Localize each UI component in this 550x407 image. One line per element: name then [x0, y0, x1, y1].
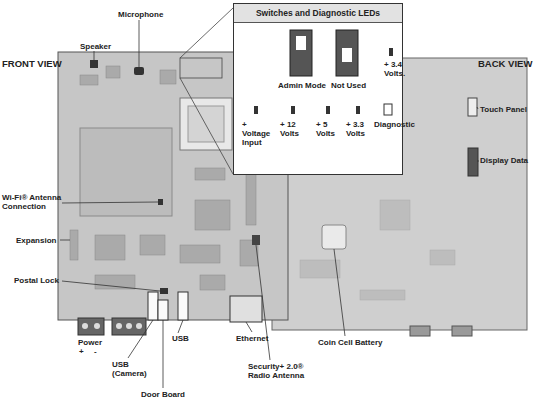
- wifi-antenna-connector: [158, 199, 163, 205]
- connector: [410, 326, 430, 336]
- part-label: Power: [78, 338, 108, 347]
- part-label: Postal Lock: [14, 276, 64, 285]
- part-label: Ethernet: [236, 334, 276, 343]
- part-label: Security+ 2.0® Radio Antenna: [248, 362, 318, 380]
- inset-heading: Switches and Diagnostic LEDs: [234, 4, 402, 23]
- led-label: + 12 Volts: [280, 120, 306, 138]
- usb-port: [178, 292, 188, 320]
- inset-background: [233, 3, 403, 175]
- ethernet-jack: [230, 296, 262, 322]
- part-label: Touch Panel: [480, 105, 540, 114]
- led-label: + Voltage Input: [242, 120, 276, 147]
- coin-cell-battery: [322, 225, 346, 249]
- display-data-connector: [468, 148, 478, 176]
- power-terminal: [78, 318, 104, 335]
- part-label: Speaker: [80, 42, 120, 51]
- radio-antenna-connector: [252, 235, 260, 245]
- connector: [452, 326, 472, 336]
- part-label: Display Data: [480, 156, 540, 165]
- part-label: Microphone: [118, 10, 168, 19]
- touch-panel-connector: [468, 98, 477, 116]
- microphone: [134, 67, 144, 75]
- slide-switch: [290, 30, 312, 76]
- led-label: + 3.4 Volts.: [384, 60, 404, 78]
- door-board-port: [158, 300, 168, 320]
- slide-switch: [336, 30, 358, 76]
- led: [326, 106, 330, 114]
- part-label: Wi-Fi® Antenna Connection: [2, 193, 72, 211]
- led: [291, 106, 295, 114]
- part-label: Expansion: [16, 236, 66, 245]
- switch-label: Not Used: [331, 81, 371, 90]
- part-label: Door Board: [141, 390, 201, 399]
- part-label: Coin Cell Battery: [318, 338, 398, 347]
- speaker-connector: [90, 60, 98, 68]
- led-label: + 3.3 Volts: [346, 120, 372, 138]
- led: [356, 106, 360, 114]
- view-title: FRONT VIEW: [2, 58, 62, 69]
- view-title: BACK VIEW: [478, 58, 548, 69]
- part-label: USB: [172, 334, 202, 343]
- led: [384, 104, 392, 115]
- led-label: Diagnostic: [374, 120, 404, 129]
- usb-port: [148, 292, 158, 320]
- terminal: [112, 318, 146, 335]
- wifi-module: [180, 98, 232, 150]
- part-label: USB (Camera): [112, 360, 146, 378]
- polarity-label: + -: [79, 347, 109, 356]
- switch-label: Admin Mode: [278, 81, 328, 90]
- led: [254, 106, 258, 114]
- postal-lock-connector: [160, 288, 168, 294]
- led: [389, 48, 393, 56]
- led-label: + 5 Volts: [316, 120, 342, 138]
